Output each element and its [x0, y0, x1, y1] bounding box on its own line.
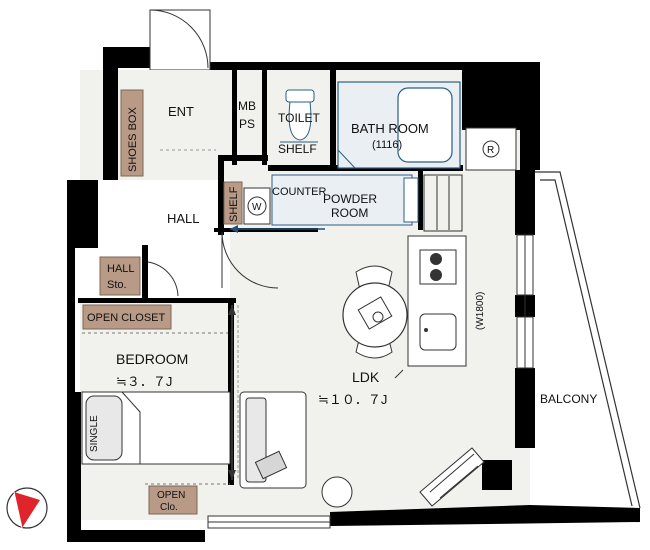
- open-closet-tag: OPEN CLOSET: [82, 304, 172, 330]
- balcony-window: [516, 234, 534, 369]
- dining-table: [342, 265, 408, 359]
- sofa: [239, 391, 307, 489]
- open-clo-label-2: Clo.: [160, 502, 178, 513]
- hall-storage-door[interactable]: [147, 261, 179, 297]
- ps-label: PS: [239, 117, 255, 131]
- ldk-area-label: ≒１０．７J: [318, 392, 387, 407]
- balcony: [535, 171, 641, 509]
- kitchen-counter: [407, 235, 467, 367]
- exterior-walls: [67, 47, 640, 542]
- bedroom-area-label: ≒３．７J: [116, 374, 172, 389]
- shoes-box-tag: SHOES BOX: [120, 89, 144, 177]
- vanity-sink-icon: [403, 177, 419, 223]
- ldk-arrow: [394, 369, 404, 379]
- bedroom-sliding-partition[interactable]: [228, 305, 239, 480]
- single-bed-label: SINGLE: [89, 415, 100, 452]
- ent-label: ENT: [168, 104, 194, 119]
- toilet-shelf-label: SHELF: [278, 142, 317, 156]
- toilet-room: [270, 75, 330, 157]
- bottom-window: [207, 515, 331, 529]
- open-clo-tag: OPEN Clo.: [148, 485, 198, 515]
- stove-burner-icon-2: [430, 269, 442, 281]
- pillow-icon: [85, 395, 123, 461]
- hall-storage-label-2: Sto.: [107, 279, 127, 291]
- hall-label: HALL: [167, 211, 200, 226]
- tv-stand: [419, 447, 485, 507]
- balcony-label: BALCONY: [540, 392, 597, 406]
- bath-size-label: (1116): [372, 139, 402, 151]
- washer: W: [243, 187, 271, 225]
- kitchen-sink-icon: [419, 313, 457, 351]
- open-closet-label: OPEN CLOSET: [87, 312, 166, 324]
- hall-door[interactable]: [221, 231, 279, 289]
- bath-room-label: BATH ROOM: [351, 121, 429, 136]
- refrigerator-icon: [482, 140, 500, 158]
- powder-room-label-2: ROOM: [331, 206, 368, 220]
- kitchen-width-label: (W1800): [475, 292, 486, 330]
- toilet-icon: [288, 101, 312, 141]
- entrance-door[interactable]: [149, 9, 211, 71]
- refrigerator-symbol: R: [487, 145, 494, 156]
- hall-storage-label-1: HALL: [107, 263, 135, 275]
- hall-storage-tag: HALL Sto.: [99, 256, 141, 296]
- counter-label: COUNTER: [272, 186, 326, 198]
- north-compass: [6, 487, 48, 529]
- side-shelf-label: SHELF: [228, 186, 240, 222]
- bath-room: [337, 81, 461, 169]
- washer-symbol: W: [252, 202, 262, 213]
- bathtub-icon: [397, 87, 453, 163]
- single-bed: [81, 391, 231, 465]
- powder-sliding-door[interactable]: [230, 225, 325, 233]
- mb-label: MB: [238, 99, 256, 113]
- open-clo-label-1: OPEN: [157, 490, 185, 501]
- refrigerator: R: [465, 127, 517, 171]
- powder-room: [271, 174, 463, 232]
- toilet-label: TOILET: [278, 111, 320, 125]
- washer-icon: [247, 196, 267, 216]
- round-side-table: [321, 476, 353, 508]
- stove-burner-icon: [430, 253, 442, 265]
- shoes-box-label: SHOES BOX: [127, 107, 139, 172]
- powder-room-label-1: POWDER: [323, 192, 377, 206]
- bedroom-label: BEDROOM: [116, 351, 188, 367]
- ldk-label: LDK: [352, 369, 380, 385]
- side-shelf-tag: SHELF: [223, 181, 243, 225]
